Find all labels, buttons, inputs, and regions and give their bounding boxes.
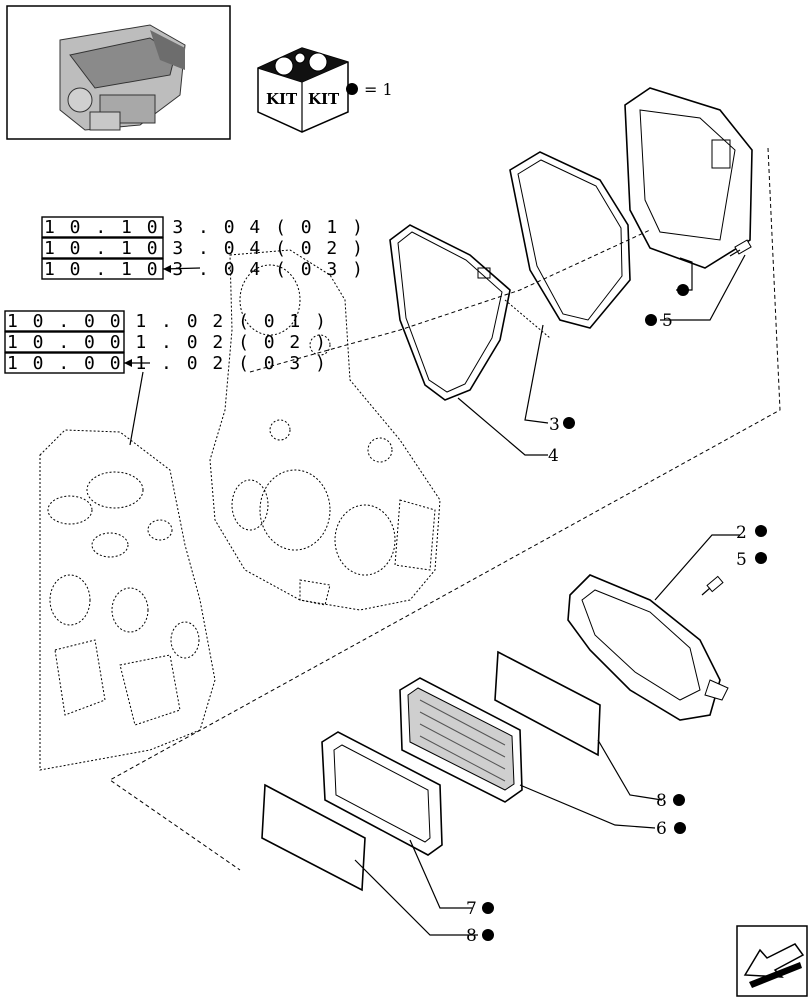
callout-2: 2 bbox=[736, 523, 767, 543]
kit-label-left: KIT bbox=[266, 90, 298, 108]
ref-link-6[interactable]: 1 0 . 0 0 1 . 0 2 ( 0 3 ) bbox=[7, 353, 328, 374]
ref-group-10-001: 1 0 . 0 0 1 . 0 2 ( 0 1 ) 1 0 . 0 0 1 . … bbox=[4, 310, 328, 446]
callout-4: 4 bbox=[548, 446, 559, 466]
frame-part-7[interactable] bbox=[321, 731, 443, 856]
svg-text:7: 7 bbox=[466, 899, 477, 919]
svg-text:2: 2 bbox=[736, 523, 747, 543]
assembly-boundary-line bbox=[109, 147, 781, 871]
timing-housing-outline bbox=[209, 249, 441, 611]
next-page-arrow-icon[interactable] bbox=[736, 925, 808, 997]
gasket-part-4[interactable] bbox=[389, 224, 551, 401]
center-axis-line bbox=[249, 229, 651, 373]
callout-1 bbox=[677, 284, 689, 296]
svg-text:5: 5 bbox=[662, 311, 673, 331]
ref-link-3[interactable]: 1 0 . 1 0 3 . 0 4 ( 0 3 ) bbox=[44, 259, 365, 280]
filter-sheet-part-8-top[interactable] bbox=[494, 650, 601, 757]
callout-6: 6 bbox=[656, 819, 686, 839]
svg-text:5: 5 bbox=[736, 550, 747, 570]
callout-5-top: 5 bbox=[645, 311, 673, 331]
cover-part-1[interactable] bbox=[624, 87, 753, 269]
ref-link-1[interactable]: 1 0 . 1 0 3 . 0 4 ( 0 1 ) bbox=[44, 217, 365, 238]
callout-7: 7 bbox=[466, 899, 494, 919]
callout-3: 3 bbox=[549, 415, 575, 435]
engine-block-outline bbox=[39, 429, 216, 771]
gasket-part-3[interactable] bbox=[509, 151, 631, 329]
ref-link-4[interactable]: 1 0 . 0 0 1 . 0 2 ( 0 1 ) bbox=[7, 311, 328, 332]
kit-legend-dot bbox=[346, 83, 358, 95]
screw-part-5-bottom[interactable] bbox=[701, 575, 724, 596]
ref-link-2[interactable]: 1 0 . 1 0 3 . 0 4 ( 0 2 ) bbox=[44, 238, 365, 259]
svg-text:4: 4 bbox=[548, 446, 559, 466]
ref-group-10-103: 1 0 . 1 0 3 . 0 4 ( 0 1 ) 1 0 . 1 0 3 . … bbox=[41, 216, 365, 280]
filter-element-part-6[interactable] bbox=[399, 677, 523, 803]
kit-label-right: KIT bbox=[308, 90, 340, 108]
callout-8-bottom: 8 bbox=[466, 926, 494, 946]
svg-text:8: 8 bbox=[466, 926, 477, 946]
breather-housing-part-2[interactable] bbox=[567, 574, 729, 721]
callout-5-bottom: 5 bbox=[736, 550, 767, 570]
callout-8-top: 8 bbox=[656, 791, 685, 811]
filter-sheet-part-8-bottom[interactable] bbox=[261, 783, 366, 892]
svg-text:8: 8 bbox=[656, 791, 667, 811]
screw-part-5-top[interactable] bbox=[729, 239, 752, 257]
kit-box-icon: KIT KIT bbox=[257, 47, 349, 133]
engine-thumbnail-icon[interactable] bbox=[6, 5, 231, 140]
kit-legend-text: = 1 bbox=[364, 80, 393, 99]
ref-link-5[interactable]: 1 0 . 0 0 1 . 0 2 ( 0 2 ) bbox=[7, 332, 328, 353]
svg-text:3: 3 bbox=[549, 415, 560, 435]
svg-text:6: 6 bbox=[656, 819, 667, 839]
